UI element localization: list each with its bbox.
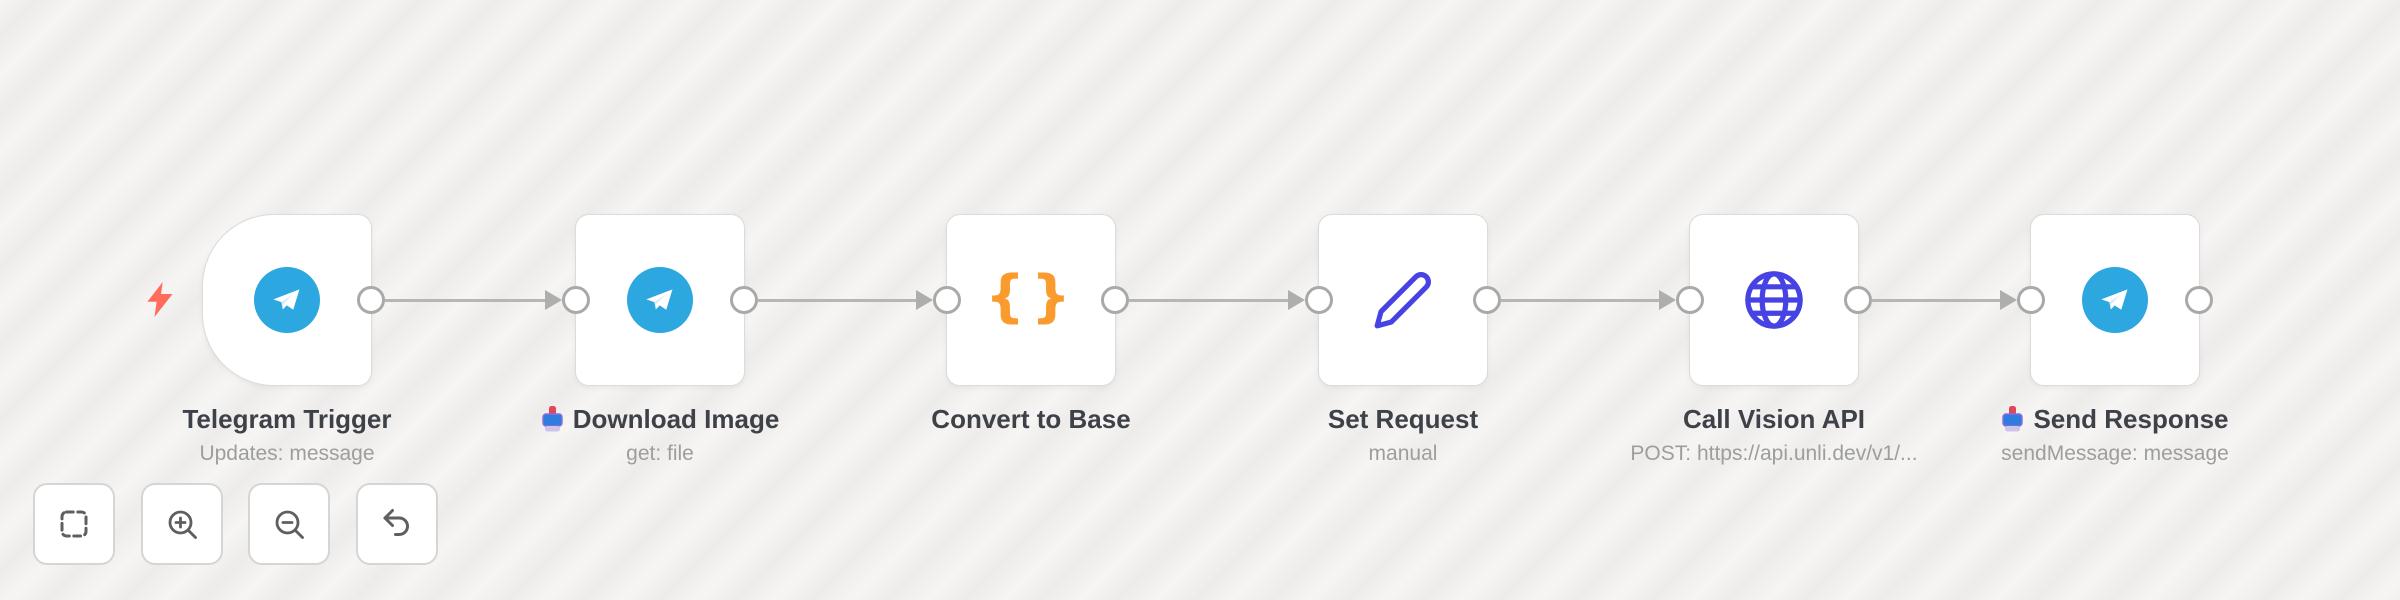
- input-port[interactable]: [562, 286, 590, 314]
- zoom-to-fit-icon: [60, 510, 88, 538]
- pencil-icon: [1374, 272, 1431, 329]
- node-call-vision-api[interactable]: [1676, 214, 1872, 386]
- code-braces-icon: {}: [985, 264, 1077, 329]
- input-port[interactable]: [2017, 286, 2045, 314]
- globe-icon: [1745, 271, 1803, 329]
- zoom-to-fit-button[interactable]: [33, 483, 115, 565]
- node-label: Send Response sendMessage: message: [1815, 403, 2400, 467]
- node-label: Download Image get: file: [360, 403, 960, 467]
- undo-reset-button[interactable]: [356, 483, 438, 565]
- node-label: Telegram Trigger Updates: message: [0, 403, 587, 467]
- node-name: Convert to Base: [931, 404, 1131, 434]
- output-port[interactable]: [730, 286, 758, 314]
- node-label: Call Vision API POST: https://api.unli.d…: [1474, 403, 2074, 467]
- connection-line: [385, 299, 548, 302]
- connection-arrowhead-icon: [916, 290, 933, 310]
- connection-arrowhead-icon: [1659, 290, 1676, 310]
- connection-arrowhead-icon: [1288, 290, 1305, 310]
- zoom-in-icon: [168, 510, 197, 539]
- telegram-icon: [2082, 267, 2148, 333]
- node-subtitle: manual: [1368, 442, 1438, 465]
- node-telegram-trigger[interactable]: [202, 214, 385, 386]
- zoom-in-button[interactable]: [141, 483, 223, 565]
- connection-line: [1872, 299, 2003, 302]
- node-subtitle: POST: https://api.unli.dev/v1/...: [1630, 442, 1918, 465]
- trigger-lightning-icon: [147, 282, 173, 317]
- output-port[interactable]: [1473, 286, 1501, 314]
- connection-line: [1501, 299, 1662, 302]
- input-port[interactable]: [1305, 286, 1333, 314]
- node-name: Call Vision API: [1682, 404, 1866, 434]
- node-label: Convert to Base: [731, 403, 1331, 441]
- zoom-out-button[interactable]: [248, 483, 330, 565]
- pinned-data-icon: [2002, 406, 2024, 432]
- connection-line: [1129, 299, 1291, 302]
- node-download-image[interactable]: [562, 214, 758, 386]
- output-port[interactable]: [357, 286, 385, 314]
- node-subtitle: get: file: [626, 442, 694, 465]
- output-port[interactable]: [1844, 286, 1872, 314]
- node-name: Set Request: [1327, 404, 1479, 434]
- node-subtitle: Updates: message: [199, 442, 375, 465]
- connection-arrowhead-icon: [545, 290, 562, 310]
- telegram-icon: [627, 267, 693, 333]
- telegram-icon: [254, 267, 320, 333]
- input-port[interactable]: [1676, 286, 1704, 314]
- connection-line: [758, 299, 919, 302]
- node-convert-to-base[interactable]: {}: [933, 214, 1129, 386]
- node-name: Send Response: [2033, 404, 2229, 434]
- node-name: Telegram Trigger: [182, 404, 392, 434]
- node-subtitle: sendMessage: message: [2001, 442, 2229, 465]
- node-label: Set Request manual: [1103, 403, 1703, 467]
- node-set-request[interactable]: [1305, 214, 1501, 386]
- output-port[interactable]: [1101, 286, 1129, 314]
- pinned-data-icon: [542, 406, 563, 432]
- input-port[interactable]: [933, 286, 961, 314]
- node-send-response[interactable]: [2017, 214, 2213, 386]
- node-name: Download Image: [572, 404, 780, 434]
- output-port[interactable]: [2185, 286, 2213, 314]
- undo-arrow-icon: [383, 509, 409, 536]
- connection-arrowhead-icon: [2000, 290, 2017, 310]
- zoom-out-icon: [275, 510, 304, 539]
